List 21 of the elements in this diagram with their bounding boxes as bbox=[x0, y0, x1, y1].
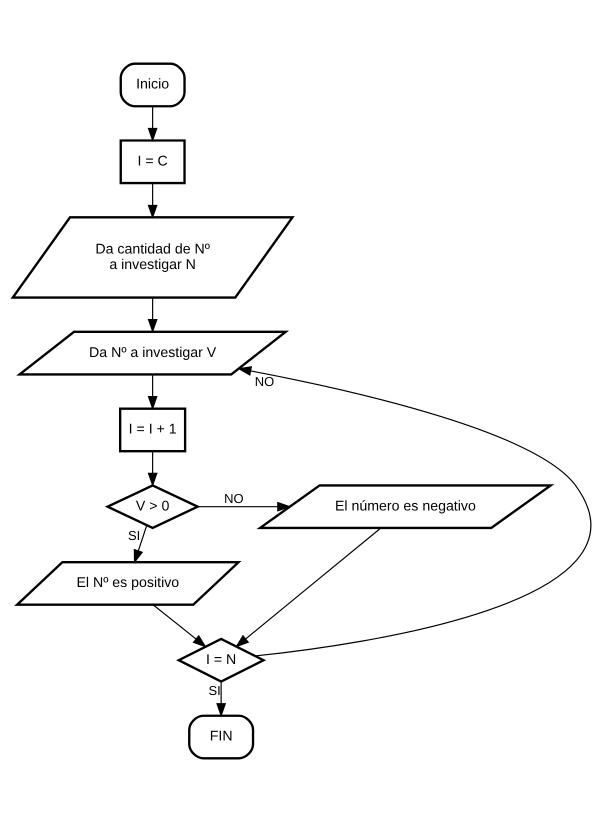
node-box: Inicio bbox=[120, 62, 186, 108]
arrow bbox=[148, 183, 158, 220]
arrow bbox=[148, 374, 158, 410]
edge-label: SI bbox=[128, 528, 140, 544]
arrow bbox=[237, 366, 590, 657]
edge-label: SI bbox=[208, 682, 221, 698]
node-box: FIN bbox=[188, 714, 254, 760]
edge-label: NO bbox=[224, 490, 244, 506]
arrow bbox=[148, 106, 158, 142]
arrow bbox=[198, 502, 292, 512]
arrow bbox=[216, 682, 226, 718]
node-box: I = C bbox=[120, 139, 186, 184]
arrow bbox=[148, 298, 158, 334]
arrow bbox=[152, 604, 207, 648]
node-diamond: V > 0 bbox=[104, 484, 200, 530]
arrow bbox=[134, 525, 148, 564]
arrow bbox=[148, 451, 158, 487]
edge-label: NO bbox=[254, 374, 274, 389]
node-diamond: I = N bbox=[176, 638, 266, 683]
arrow bbox=[235, 528, 381, 648]
node-box: I = I + 1 bbox=[118, 407, 186, 452]
